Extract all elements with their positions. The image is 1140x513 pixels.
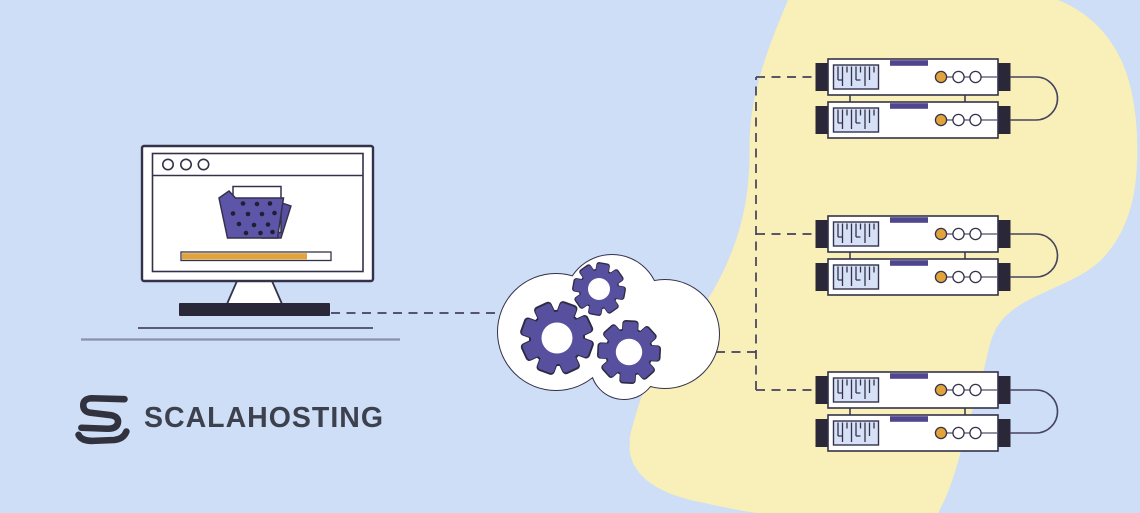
folder-dots bbox=[230, 201, 277, 236]
brand-logo-icon bbox=[75, 394, 130, 445]
gear-icon-large bbox=[509, 290, 605, 386]
folder-icon bbox=[218, 185, 292, 239]
window-button bbox=[197, 158, 210, 171]
progress-bar bbox=[180, 251, 332, 262]
gear-icon-small bbox=[568, 258, 630, 320]
monitor-base bbox=[179, 303, 330, 316]
gear-icon-medium bbox=[595, 318, 663, 386]
progress-fill bbox=[182, 253, 307, 260]
brand-logo: SCALAHOSTING bbox=[72, 386, 402, 448]
brand-name: SCALAHOSTING bbox=[144, 401, 384, 434]
window-button bbox=[180, 158, 193, 171]
cloud-illustration bbox=[497, 254, 720, 400]
window-button bbox=[162, 158, 175, 171]
monitor-illustration bbox=[81, 144, 400, 341]
monitor-stand bbox=[225, 280, 284, 305]
